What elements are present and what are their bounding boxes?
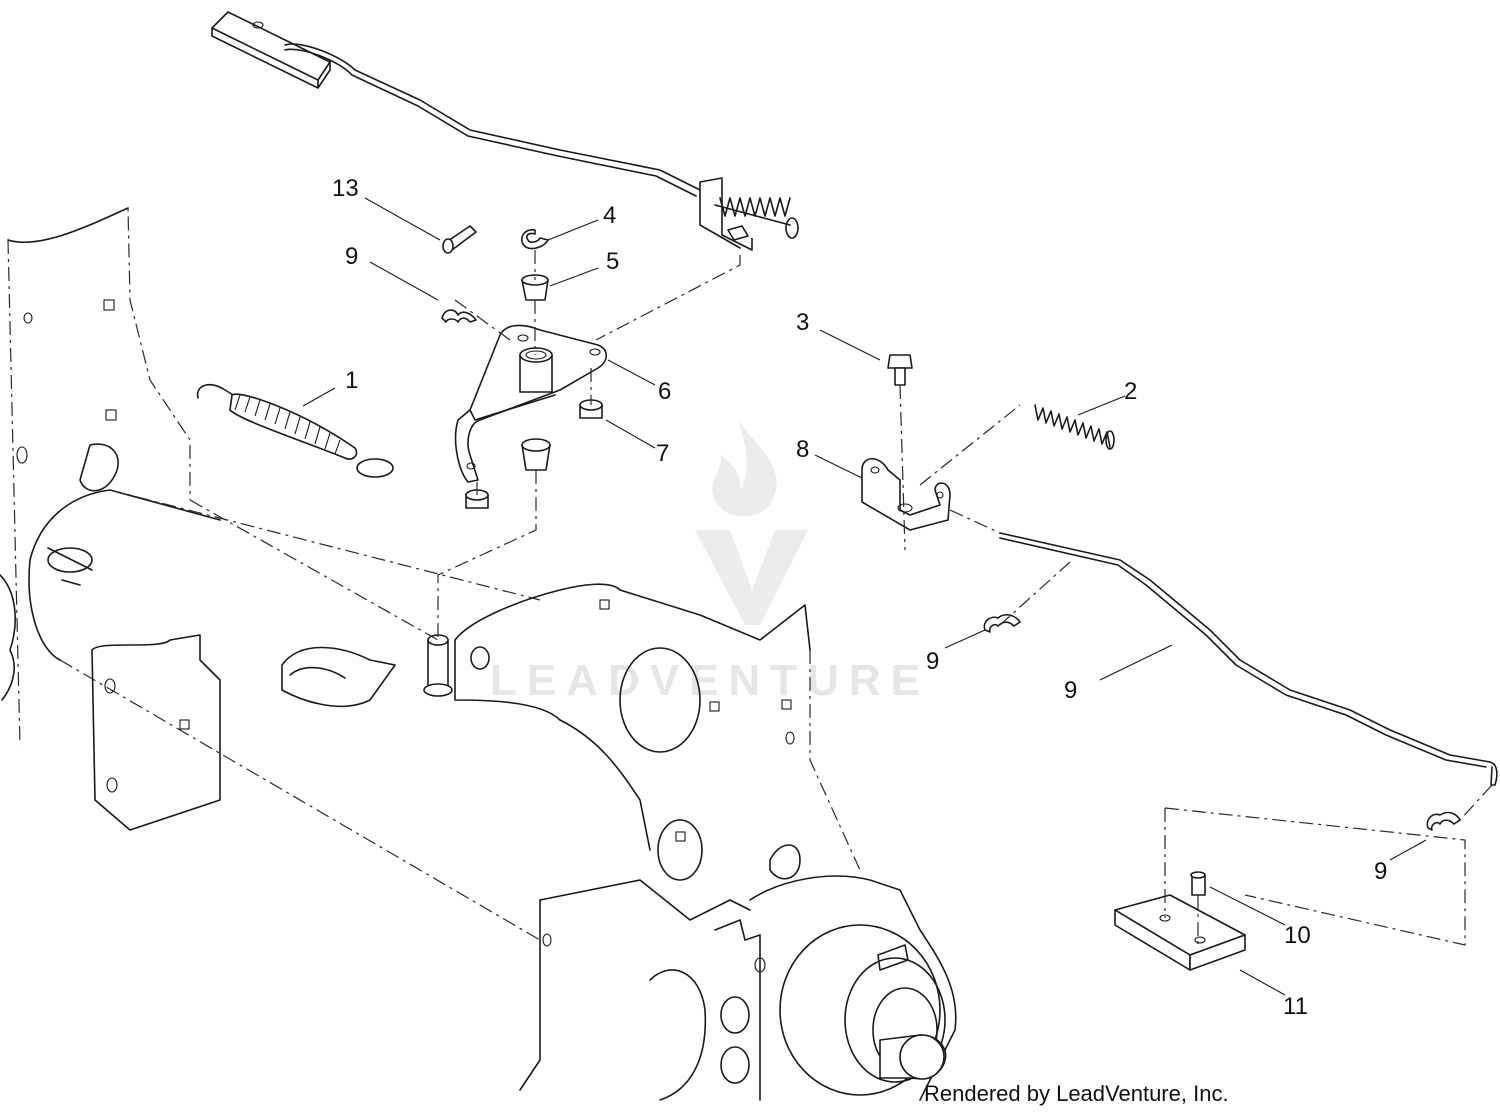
callout-3: 3 [796,309,809,336]
upper-rod-assembly [211,11,799,251]
callout-10: 9 [1064,677,1077,704]
hairpin-clip-upper [441,309,477,323]
flange-nut-left [465,489,489,509]
hairpin-clip-lower [1426,811,1461,831]
block-plate [1114,894,1246,971]
watermark: LEADVENTURE [490,420,930,705]
hairpin-clip-middle [983,613,1021,633]
footer-credit: Rendered by LeadVenture, Inc. [924,1081,1229,1106]
clevis-pin [442,225,477,254]
assembly-lines [189,250,1493,946]
lv-logo-icon [695,530,808,625]
control-rod [999,532,1498,786]
watermark-text: LEADVENTURE [490,656,930,705]
left-frame-plate [0,207,191,746]
e-clip [521,229,549,250]
lower-bushing [521,438,551,471]
callout-12: 11 [1283,993,1308,1020]
callout-1: 1 [345,367,358,394]
callout-8: 8 [796,436,809,463]
flame-icon [712,420,777,517]
compression-spring [1034,404,1115,450]
leader-lines [302,197,1427,996]
callout-9b: 9 [926,648,939,675]
callout-2: 2 [1124,378,1137,405]
callout-6: 6 [658,378,671,405]
pivot-stud [423,634,453,697]
throttle-spring [719,197,799,239]
callout-7: 7 [656,440,669,467]
callout-5: 5 [606,248,619,275]
callout-labels: 13 9 4 5 6 7 1 3 2 8 9 9 9 10 11 [332,175,1387,1020]
main-tube [28,489,541,941]
pivot-bracket [454,324,608,483]
extension-spring [196,383,394,478]
lower-plate-and-hub [519,819,957,1101]
callout-11: 10 [1284,922,1311,949]
callout-13: 13 [332,175,359,202]
callout-9c: 9 [1374,858,1387,885]
center-frame [91,583,861,871]
roll-pin [1190,871,1206,896]
hex-bolt [887,354,913,386]
callout-9a: 9 [345,243,358,270]
callout-4: 4 [603,202,616,229]
mounting-bracket [861,457,951,531]
